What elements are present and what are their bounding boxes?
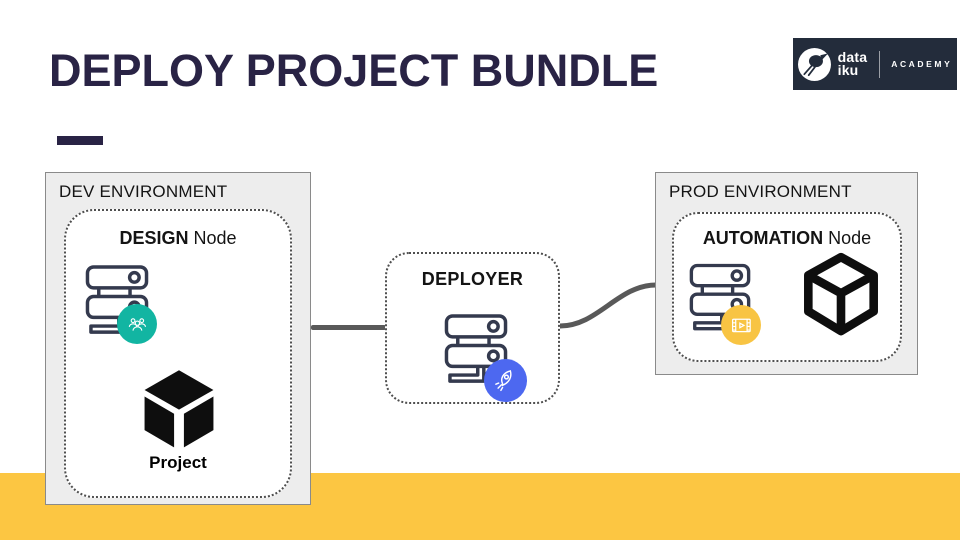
prod-environment-box: PROD ENVIRONMENT AUTOMATION Node (655, 172, 918, 375)
automation-node-server-icon (688, 260, 761, 345)
connector-dev-to-deployer (311, 325, 386, 330)
design-node-server-icon (84, 261, 157, 344)
title-underline (57, 136, 103, 145)
dataiku-academy-logo: data iku ACADEMY (793, 38, 957, 90)
deployer-server-icon (443, 310, 527, 402)
rocket-icon (484, 359, 527, 402)
prod-environment-label: PROD ENVIRONMENT (669, 182, 852, 201)
connector-deployer-to-prod (557, 282, 659, 329)
design-node-title: DESIGN Node (119, 228, 237, 248)
project-cube-icon (138, 367, 220, 449)
project-label: Project (149, 453, 207, 472)
academy-label: ACADEMY (891, 59, 953, 69)
deployer-title: DEPLOYER (421, 269, 524, 289)
dataiku-wordmark: data iku (837, 49, 868, 78)
users-group-icon (117, 304, 157, 344)
automation-node-title: AUTOMATION Node (702, 228, 872, 248)
design-node-box: DESIGN Node (64, 209, 292, 498)
slide-title: DEPLOY PROJECT BUNDLE (49, 45, 659, 96)
dataiku-bird-icon (797, 47, 831, 81)
bundle-cube-icon (796, 252, 886, 338)
dev-environment-label: DEV ENVIRONMENT (59, 182, 228, 201)
deployer-box: DEPLOYER (385, 252, 560, 404)
dev-environment-box: DEV ENVIRONMENT DESIGN Node (45, 172, 311, 505)
logo-divider (879, 50, 881, 78)
automation-node-box: AUTOMATION Node (672, 212, 902, 362)
film-scenario-icon (721, 305, 761, 345)
